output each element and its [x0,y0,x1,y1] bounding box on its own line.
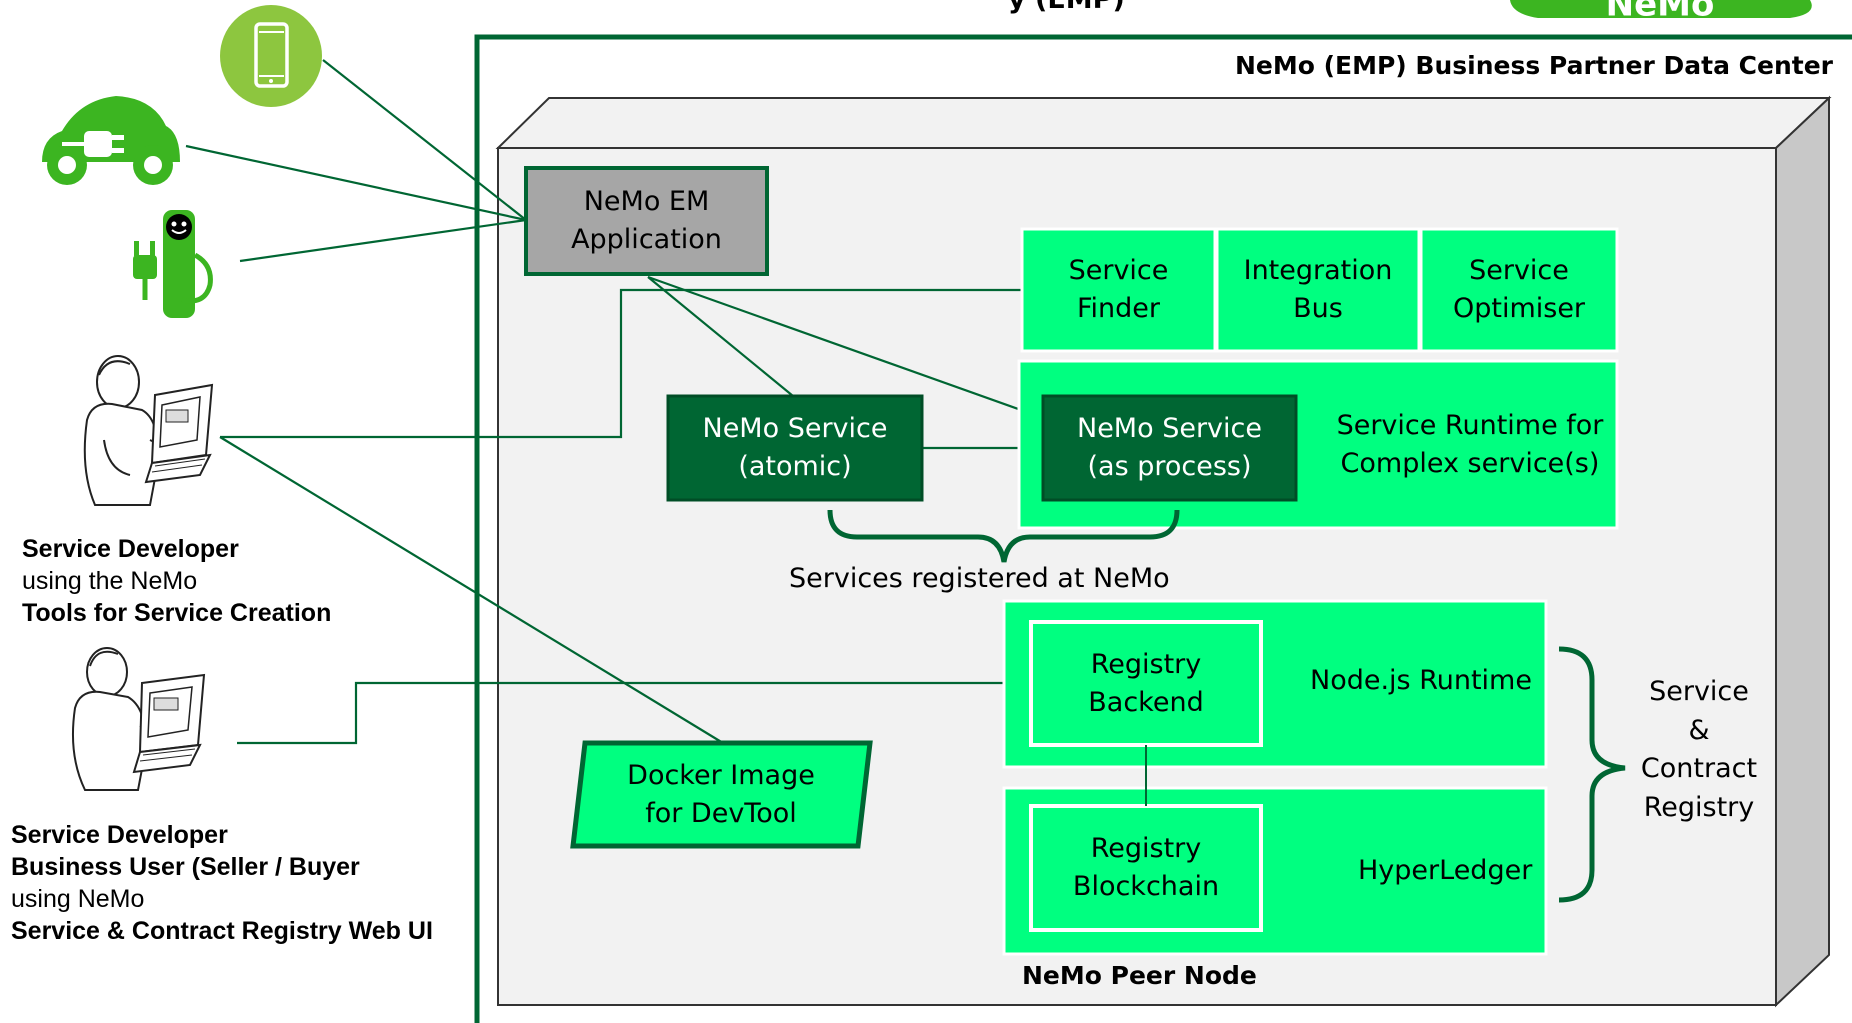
connector-app-process [647,275,1022,412]
developer-person-icon [83,355,214,506]
service-finder-box [1020,227,1217,353]
connector-developer-docker [219,436,724,744]
smartphone-icon [220,5,322,107]
service-finder-label: Service Finder [1068,255,1169,324]
panel-side-face [1775,95,1830,1008]
connector-phone-app [322,59,527,221]
services-registered-label: Services registered at NeMo [789,563,1170,594]
service-process-box [1041,394,1298,502]
docker-image-box [570,740,873,849]
integration-bus-label: Integration Bus [1243,255,1393,324]
service-atomic-box [666,394,924,502]
peer-node-label: NeMo Peer Node [1022,961,1257,990]
developer-caption-line1: Service Developer [22,535,239,563]
hyperledger-label: HyperLedger [1358,855,1533,886]
nodejs-runtime-label: Node.js Runtime [1310,665,1532,696]
registry-blockchain-label: Registry Blockchain [1072,833,1220,902]
connector-car-app [185,144,527,222]
header-title-fragment: y (EMP) [1008,0,1125,15]
registry-brace [1558,646,1626,903]
business-user-caption-line2: Business User (Seller / Buyer [11,853,360,881]
contract-registry-label: Service & Contract Registry [1640,676,1758,823]
developer-caption: Service Developer using the NeMo Tools f… [22,533,331,629]
business-user-caption-line4: Service & Contract Registry Web UI [11,917,433,945]
business-user-person-icon [71,647,206,791]
service-atomic-label: NeMo Service (atomic) [702,413,888,482]
connector-app-atomic [647,276,794,397]
business-user-caption: Service Developer Business User (Seller … [11,819,433,947]
service-optimiser-label: Service Optimiser [1452,255,1586,324]
nemo-logo: NeMo [1510,0,1812,25]
integration-bus-box [1215,227,1421,353]
business-user-caption-line1: Service Developer [11,821,228,849]
docker-image-label: Docker Image for DevTool [627,759,815,829]
datacenter-label: NeMo (EMP) Business Partner Data Center [1234,51,1833,80]
registry-backend-label: Registry Backend [1088,648,1204,718]
registry-blockchain-box [1029,804,1263,932]
logo-text: NeMo [1606,0,1715,25]
charging-station-icon [133,210,213,318]
em-application-box [524,166,769,276]
business-user-caption-line3: using NeMo [11,885,145,913]
em-application-label: NeMo EM Application [571,186,722,255]
developer-caption-line2: using the NeMo [22,567,198,595]
connector-developer-finder [220,288,1022,439]
runtime-complex-label: Service Runtime for Complex service(s) [1336,410,1604,479]
service-process-label: NeMo Service (as process) [1077,413,1262,482]
services-registered-brace [827,509,1180,563]
electric-car-icon [42,96,180,185]
developer-caption-line3: Tools for Service Creation [22,599,332,627]
datacenter-frame [474,34,1852,1023]
connector-user-registry [237,681,1005,745]
connectors [185,59,1043,745]
panel-top-face [495,97,1832,149]
service-optimiser-box [1419,227,1619,353]
connector-charger-app [239,218,527,263]
